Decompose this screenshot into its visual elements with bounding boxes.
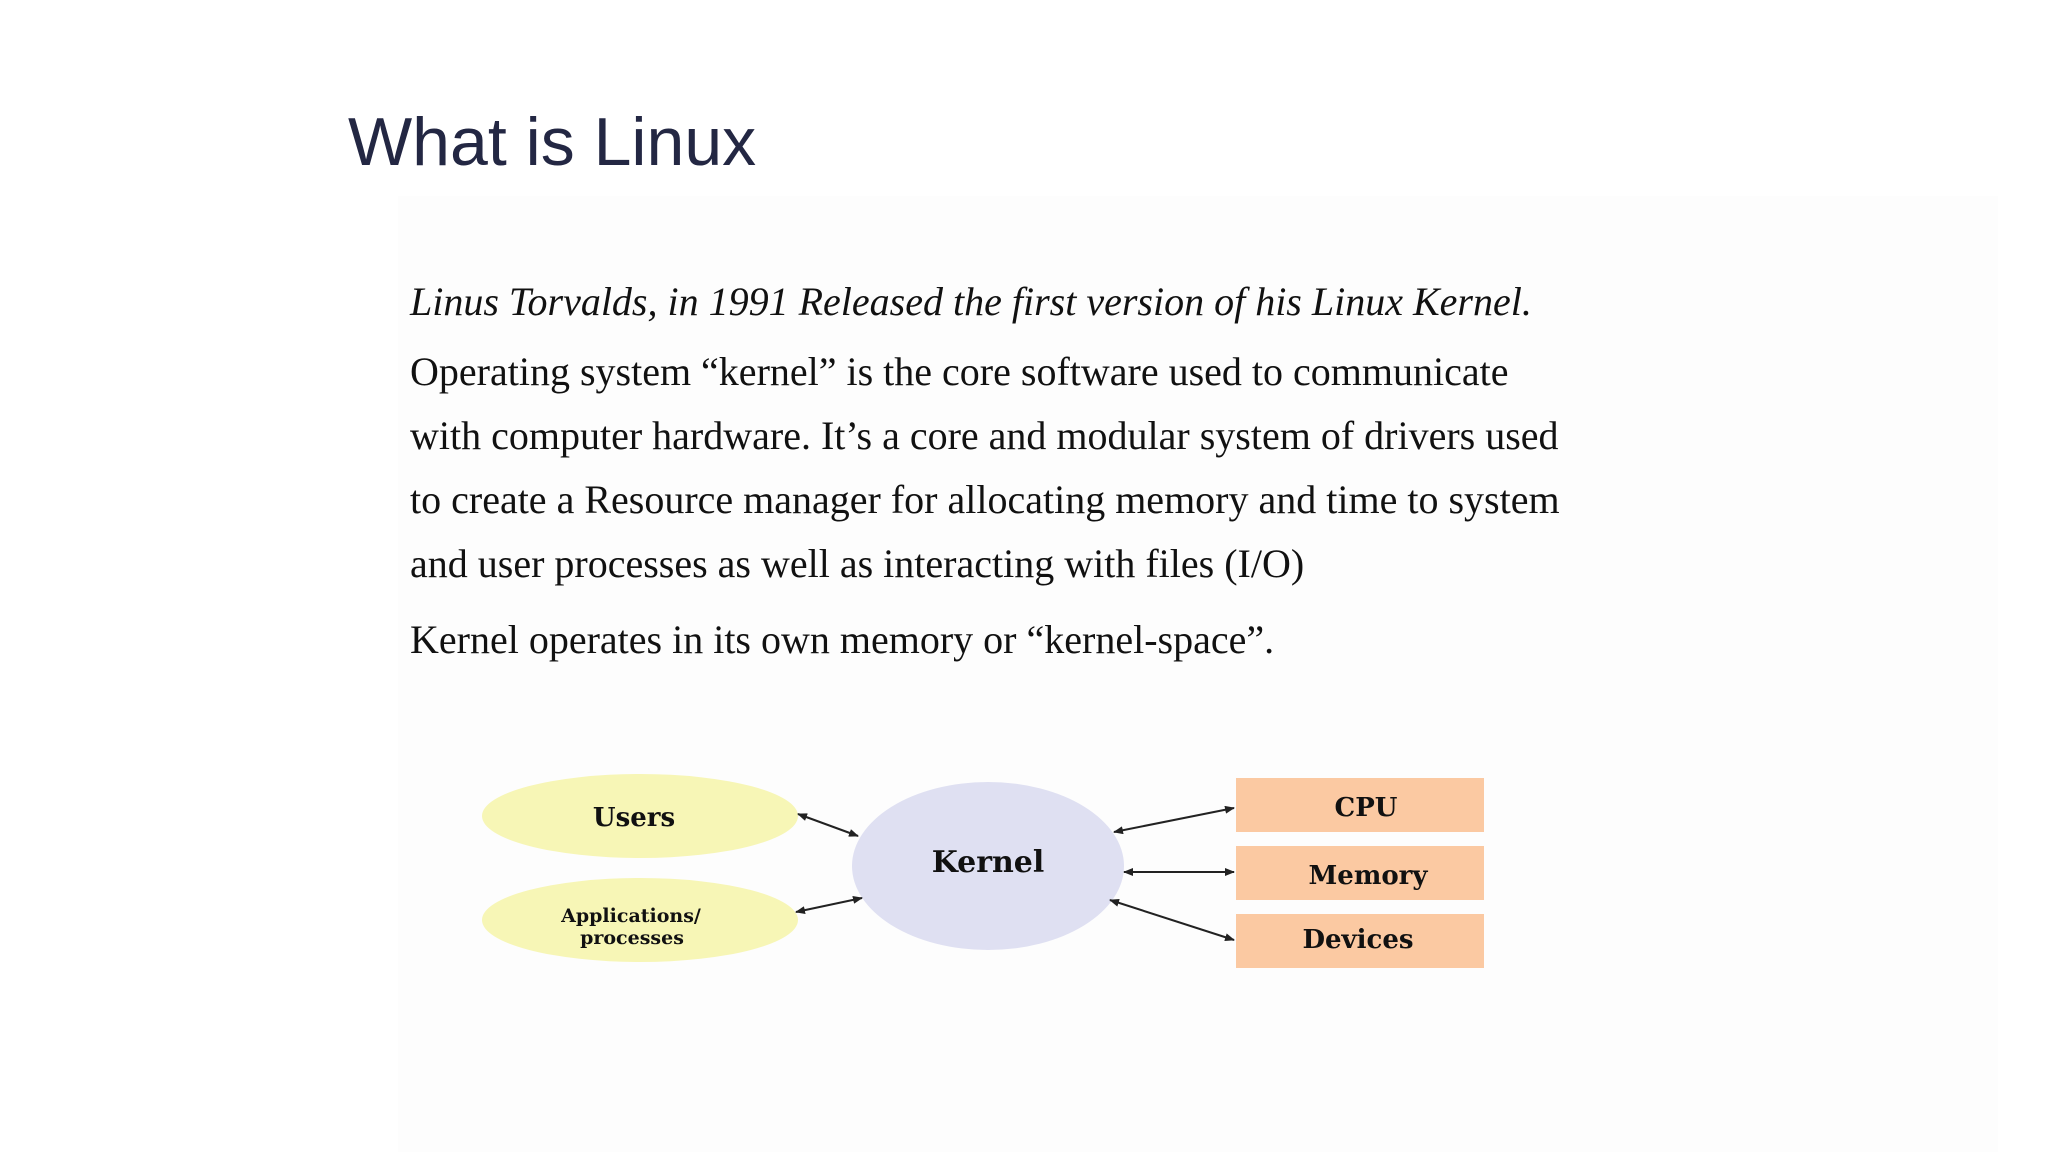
kernel-space-paragraph: Kernel operates in its own memory or “ke…: [410, 617, 1275, 662]
kernel-definition-line-4: and user processes as well as interactin…: [410, 541, 1305, 586]
slide-title: What is Linux: [348, 104, 757, 180]
kernel-definition-line-2: with computer hardware. It’s a core and …: [410, 413, 1559, 458]
kernel-definition-paragraph: Operating system “kernel” is the core so…: [410, 340, 1710, 596]
intro-line: Linus Torvalds, in 1991 Released the fir…: [410, 279, 1532, 324]
kernel-definition-line-1: Operating system “kernel” is the core so…: [410, 349, 1509, 394]
slide-body: Linus Torvalds, in 1991 Released the fir…: [410, 270, 1710, 684]
content-panel: [398, 196, 1998, 1152]
kernel-definition-line-3: to create a Resource manager for allocat…: [410, 477, 1560, 522]
